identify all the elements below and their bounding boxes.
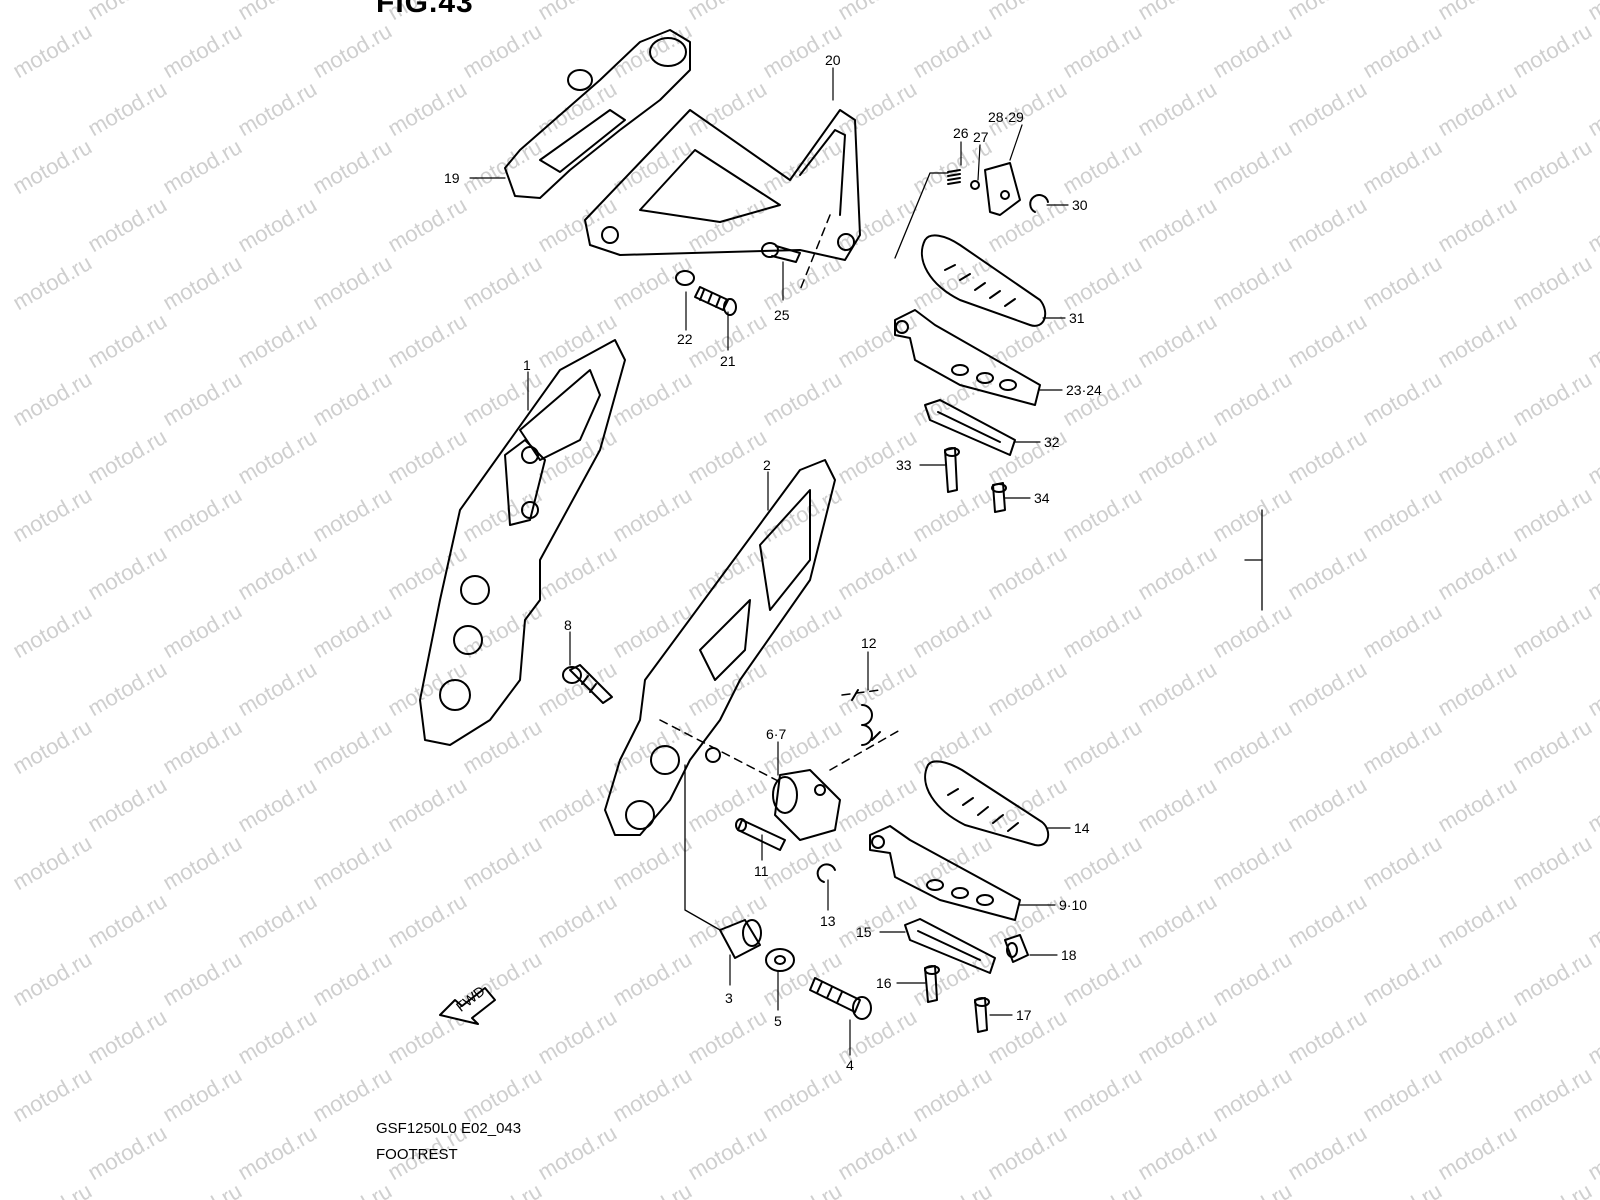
figure-name: FOOTREST <box>376 1146 458 1163</box>
callout-11: 11 <box>754 863 769 879</box>
callout-30: 30 <box>1072 197 1088 213</box>
assembly-lines <box>659 214 901 783</box>
part-3-collar <box>719 919 762 959</box>
part-28-29-plate <box>984 162 1021 216</box>
part-9-10-footpeg <box>869 825 1021 921</box>
part-17-bolt <box>974 997 990 1033</box>
callout-25: 25 <box>774 307 790 323</box>
callout-6-7: 6·7 <box>766 726 786 742</box>
callout-20: 20 <box>825 52 841 68</box>
part-21-bolt <box>694 286 737 316</box>
callout-14: 14 <box>1074 820 1090 836</box>
callout-17: 17 <box>1016 1007 1032 1023</box>
callout-19: 19 <box>444 170 460 186</box>
callout-3: 3 <box>725 990 733 1006</box>
callout-26: 26 <box>953 125 969 141</box>
model-code: GSF1250L0 E02_043 <box>376 1120 522 1137</box>
callout-leaders <box>469 67 1071 1056</box>
callout-27: 27 <box>973 129 989 145</box>
callout-9-10: 9·10 <box>1059 897 1087 913</box>
callout-4: 4 <box>846 1057 854 1073</box>
callout-numbers: 19 20 26 27 28·29 30 31 23·24 32 33 34 2… <box>444 52 1102 1073</box>
part-32-plate <box>924 399 1016 456</box>
part-27-ball <box>970 180 980 190</box>
part-2-bracket <box>604 459 836 836</box>
figure-title: FIG.43 <box>376 0 474 19</box>
part-26-spring <box>947 169 961 185</box>
callout-16: 16 <box>876 975 892 991</box>
part-11-pin <box>735 818 786 851</box>
part-15-plate <box>904 918 996 974</box>
callout-32: 32 <box>1044 434 1060 450</box>
callout-31: 31 <box>1069 310 1085 326</box>
callout-23-24: 23·24 <box>1066 382 1102 398</box>
callout-1: 1 <box>523 357 531 373</box>
part-23-24-footpeg <box>894 309 1041 406</box>
callout-22: 22 <box>677 331 693 347</box>
part-33-bolt <box>944 447 960 493</box>
part-12-spring <box>851 689 881 746</box>
part-20-bracket <box>584 109 861 261</box>
part-16-bolt <box>924 965 940 1003</box>
callout-8: 8 <box>564 617 572 633</box>
callout-18: 18 <box>1061 947 1077 963</box>
part-13-clip <box>816 863 836 883</box>
callout-13: 13 <box>820 913 836 929</box>
callout-12: 12 <box>861 635 877 651</box>
part-8-bolt <box>562 664 613 704</box>
part-30-clip <box>1029 194 1049 213</box>
callout-5: 5 <box>774 1013 782 1029</box>
callout-2: 2 <box>763 457 771 473</box>
part-25-pin <box>761 242 801 263</box>
part-14-rubber <box>924 760 1050 847</box>
part-5-washer <box>765 948 795 972</box>
part-1-bracket <box>419 339 626 746</box>
callout-28-29: 28·29 <box>988 109 1024 125</box>
callout-21: 21 <box>720 353 736 369</box>
part-18-nut <box>1004 934 1029 963</box>
part-31-rubber <box>920 234 1047 327</box>
leader-lines <box>684 172 1263 931</box>
part-22-washer <box>675 270 695 286</box>
callout-34: 34 <box>1034 490 1050 506</box>
callout-15: 15 <box>856 924 872 940</box>
part-4-bolt <box>809 977 872 1020</box>
callout-33: 33 <box>896 457 912 473</box>
fwd-arrow: FWD <box>439 983 496 1025</box>
part-6-7-pivot <box>772 769 841 841</box>
part-19-bracket <box>504 29 691 199</box>
part-34-bolt <box>991 482 1007 513</box>
